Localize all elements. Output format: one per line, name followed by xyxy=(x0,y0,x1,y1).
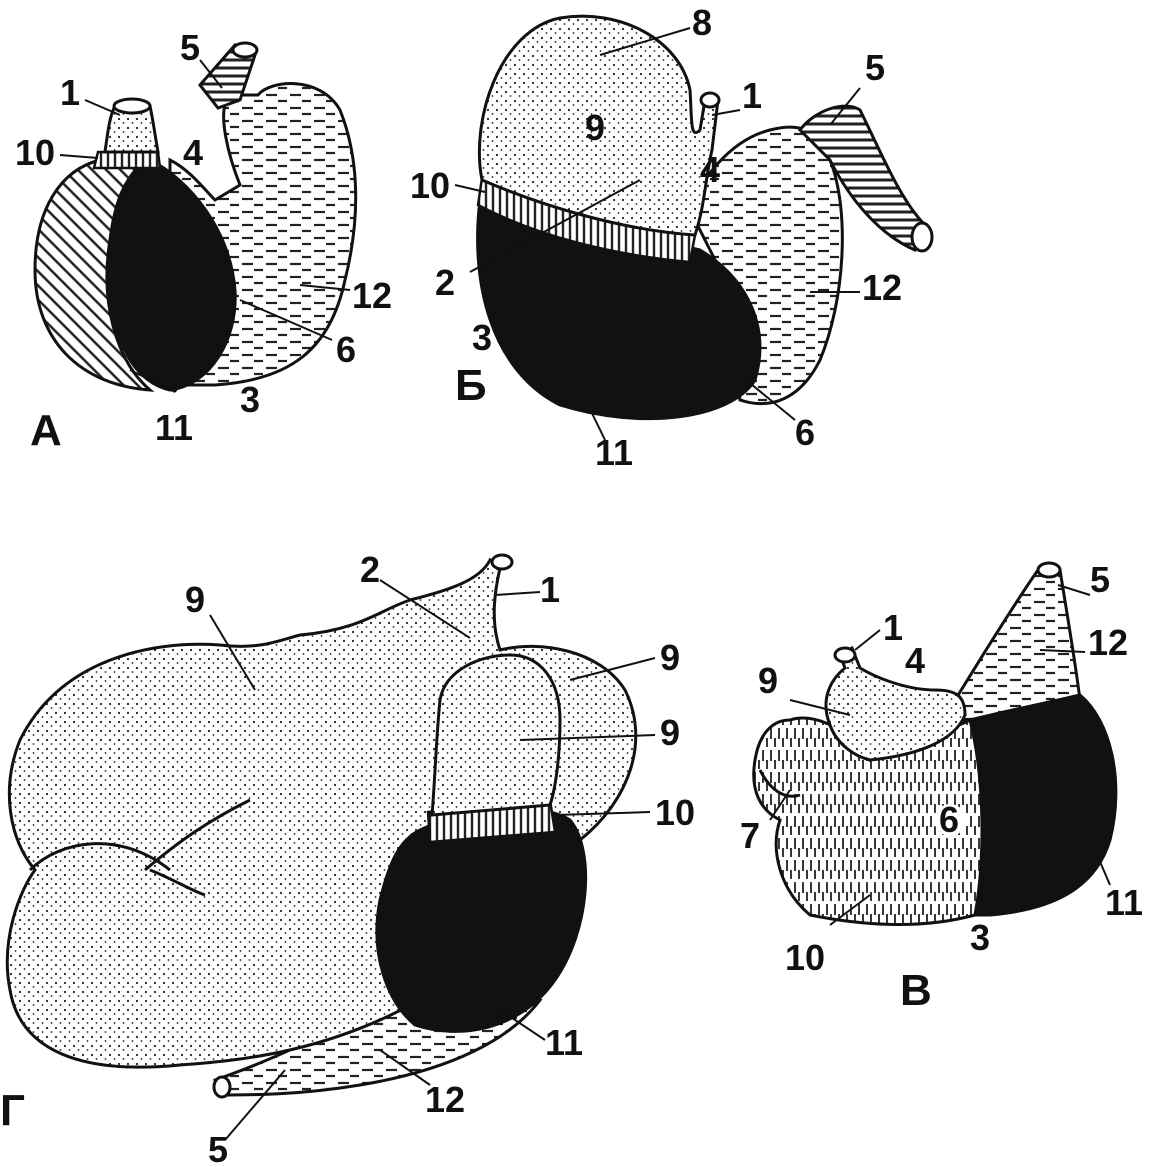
panel-v-label: 4 xyxy=(905,640,925,681)
panel-b-label: 9 xyxy=(585,107,605,148)
panel-v-label: 6 xyxy=(939,799,959,840)
panel-g-label: 11 xyxy=(545,1022,583,1063)
panel-g-label: 5 xyxy=(208,1129,228,1167)
panel-v-label: 9 xyxy=(758,660,778,701)
panel-v-label: 3 xyxy=(970,917,990,958)
panel-b-label: 6 xyxy=(795,412,815,453)
panel-a-label: 6 xyxy=(336,329,356,370)
panel-g-label: 9 xyxy=(660,637,680,678)
panel-a-label: 4 xyxy=(183,132,203,173)
panel-g-label: 12 xyxy=(425,1079,465,1120)
panel-b-label: 3 xyxy=(472,317,492,358)
panel-a-letter: А xyxy=(30,406,62,455)
panel-g-label: 1 xyxy=(540,569,560,610)
panel-v-black-body xyxy=(970,695,1116,915)
panel-v-label: 5 xyxy=(1090,559,1110,600)
panel-v-letter: В xyxy=(900,966,932,1015)
panel-b-label: 10 xyxy=(410,165,450,206)
panel-v-label: 7 xyxy=(740,815,760,856)
panel-a: 1 5 10 4 12 6 3 11 А xyxy=(15,27,392,455)
panel-v-label: 11 xyxy=(1105,882,1143,923)
panel-a-ring-10 xyxy=(94,152,160,168)
panel-v-label: 12 xyxy=(1088,622,1128,663)
panel-g-black-body xyxy=(377,809,586,1031)
panel-b-label: 2 xyxy=(435,262,455,303)
panel-a-label: 11 xyxy=(155,407,193,448)
panel-g-inner-sac-9 xyxy=(432,655,560,815)
panel-v-label: 10 xyxy=(785,937,825,978)
panel-b-label: 8 xyxy=(692,2,712,43)
panel-g: 2 1 9 9 9 10 11 12 5 Г xyxy=(0,549,695,1167)
panel-v-upper-12 xyxy=(955,570,1080,720)
panel-g-label: 10 xyxy=(655,792,695,833)
panel-g-letter: Г xyxy=(0,1086,25,1135)
panel-g-label: 2 xyxy=(360,549,380,590)
panel-a-label: 12 xyxy=(352,275,392,316)
panel-b-label: 11 xyxy=(595,432,633,473)
panel-b-letter: Б xyxy=(455,361,487,410)
panel-b-label: 4 xyxy=(700,149,720,190)
panel-b-label: 5 xyxy=(865,47,885,88)
panel-a-label: 5 xyxy=(180,27,200,68)
panel-a-label: 10 xyxy=(15,132,55,173)
panel-g-label: 9 xyxy=(660,712,680,753)
panel-g-label: 9 xyxy=(185,579,205,620)
panel-a-label: 3 xyxy=(240,379,260,420)
panel-b-label: 1 xyxy=(742,75,762,116)
panel-b: 8 5 1 9 10 4 2 12 3 6 11 Б xyxy=(410,2,932,473)
panel-v-label: 1 xyxy=(883,607,903,648)
panel-v: 5 1 12 4 9 6 7 11 10 3 В xyxy=(740,559,1143,1015)
panel-a-label: 1 xyxy=(60,72,80,113)
panel-a-black-body xyxy=(109,160,235,390)
panel-b-label: 12 xyxy=(862,267,902,308)
